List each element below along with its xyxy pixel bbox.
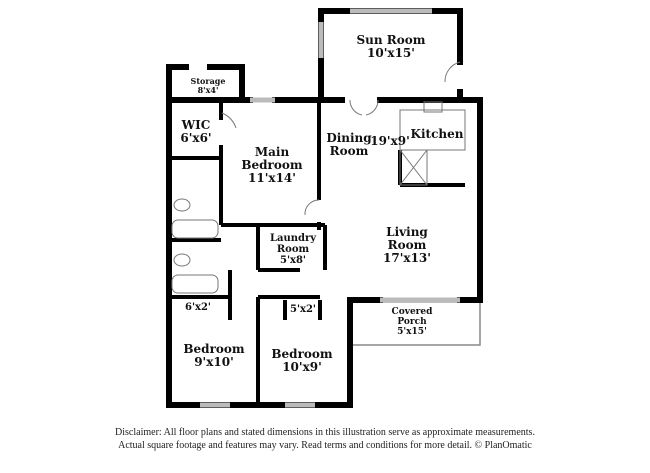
room-dims: 17'x13' [383,251,431,266]
room-dims: 11'x14' [248,171,296,186]
counters-fixtures [171,61,466,294]
room-dims: 6'x6' [180,131,212,146]
room-dims: 5'x15' [397,326,427,337]
room-name: Main Bedroom [241,145,303,173]
room-dims: 5'x8' [279,255,306,266]
room-name: Sun Room [356,33,426,47]
windows [200,8,460,408]
disclaimer-line-2: Actual square footage and features may v… [118,440,532,451]
walls [166,8,483,408]
room-name: Storage [190,76,226,86]
room-dims: 10'x9' [282,360,322,375]
room-name: Living Room [386,225,428,253]
disclaimer-line-1: Disclaimer: All floor plans and stated d… [115,427,535,438]
interior-walls [169,100,465,405]
room-name: Bedroom [183,342,245,356]
room-dims: 10'x15' [367,46,415,61]
room-name: WIC [181,118,211,132]
room-name: Laundry Room [269,233,317,255]
room-dims: 9'x10' [194,355,234,370]
closet-1-label: 6'x2' [184,302,212,313]
closet-2-label: 5'x2' [289,304,317,315]
kitchen-dining-dims: 19'x9' [370,134,410,148]
dining-room-label: Dining Room [326,131,372,159]
kitchen-label: Kitchen [410,127,464,141]
room-dims: 8'x4' [197,84,219,95]
room-name: Bedroom [271,347,333,361]
room-name: Covered Porch [391,307,433,327]
